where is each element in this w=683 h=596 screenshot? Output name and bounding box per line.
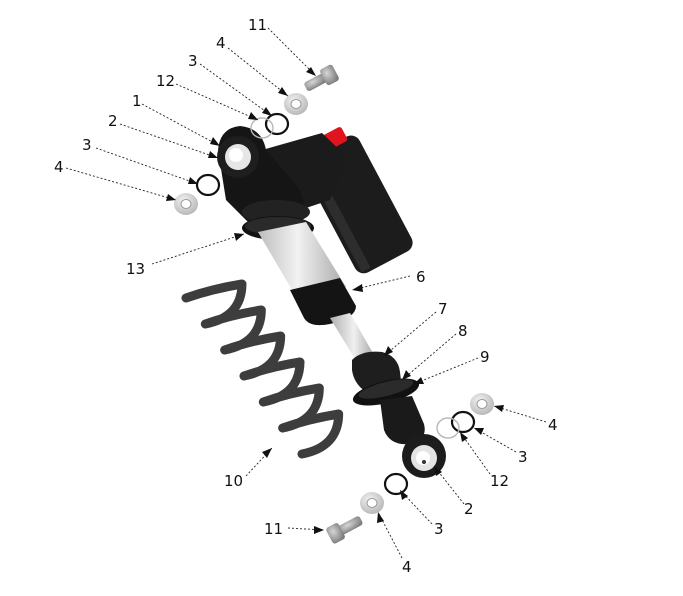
leader-lines xyxy=(65,27,547,559)
shock-absorber-body xyxy=(217,126,446,478)
damper-cylinder xyxy=(258,222,346,300)
right-o-ring xyxy=(450,410,476,434)
left-o-ring xyxy=(195,173,221,197)
spring-coils xyxy=(181,279,344,459)
callout-1: 1 xyxy=(132,92,142,110)
callout-labels: 11 4 3 12 1 2 3 4 13 6 7 8 9 4 3 12 2 3 … xyxy=(54,16,558,576)
top-bolt xyxy=(304,64,339,91)
right-washer xyxy=(470,393,494,415)
top-seal-ring xyxy=(250,117,274,139)
callout-3-top: 3 xyxy=(188,52,198,70)
left-washer xyxy=(174,193,198,215)
callout-6: 6 xyxy=(416,268,426,286)
callout-2-top: 2 xyxy=(108,112,118,130)
callout-2-bottom: 2 xyxy=(464,500,474,518)
coil-spring xyxy=(181,279,344,459)
callout-12-top: 12 xyxy=(156,72,175,90)
callout-10: 10 xyxy=(224,472,243,490)
callout-3-left: 3 xyxy=(82,136,92,154)
top-eyelet-head xyxy=(217,126,306,222)
lower-clevis xyxy=(380,396,425,445)
top-washer xyxy=(284,93,308,115)
bottom-o-ring xyxy=(383,472,409,496)
callout-4-bottom: 4 xyxy=(402,558,412,576)
callout-8: 8 xyxy=(458,322,468,340)
callout-3-right: 3 xyxy=(518,448,528,466)
callout-11-bottom: 11 xyxy=(264,520,283,538)
callout-3-bottom: 3 xyxy=(434,520,444,538)
callout-4-top: 4 xyxy=(216,34,226,52)
body-tube xyxy=(290,278,356,326)
top-o-ring xyxy=(264,112,290,136)
callout-4-right: 4 xyxy=(548,416,558,434)
callout-9: 9 xyxy=(480,348,490,366)
callout-13: 13 xyxy=(126,260,145,278)
leader-arrowheads xyxy=(166,67,504,534)
callout-4-left: 4 xyxy=(54,158,64,176)
callout-11-top: 11 xyxy=(248,16,267,34)
callout-7: 7 xyxy=(438,300,448,318)
bottom-bolt xyxy=(326,516,363,544)
bottom-washer xyxy=(360,492,384,514)
callout-12-bottom: 12 xyxy=(490,472,509,490)
right-seal-ring xyxy=(436,417,460,439)
